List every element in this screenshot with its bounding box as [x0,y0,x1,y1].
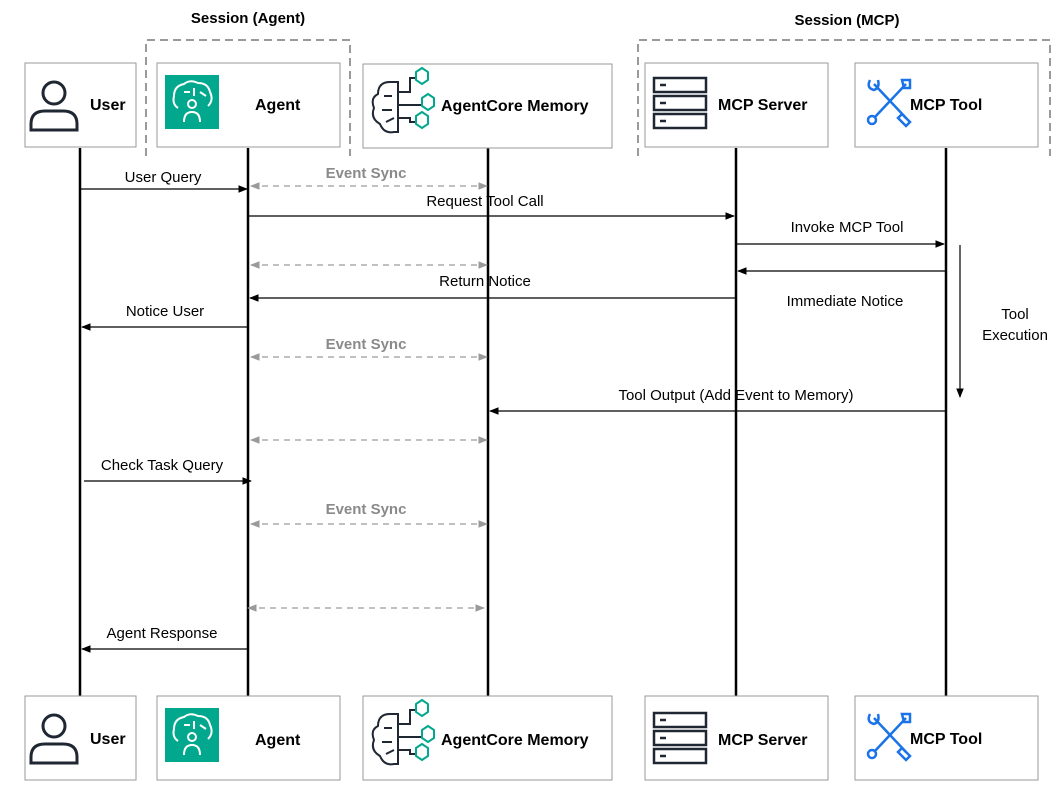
participant-user-top: User [24,62,137,148]
server-icon [652,76,708,130]
label-event-sync-3: Event Sync [326,501,407,518]
user-icon [29,713,79,765]
label-tool-output: Tool Output (Add Event to Memory) [618,387,853,404]
label-event-sync-2: Event Sync [326,336,407,353]
label-agent-response: Agent Response [107,625,218,642]
session-mcp-title: Session (MCP) [794,12,899,29]
participant-tool-label: MCP Tool [910,97,982,114]
participant-agent-top: Agent [156,62,341,148]
participant-tool-bottom: MCP Tool [854,695,1039,781]
participant-agent-bottom: Agent [156,695,341,781]
memory-brain-icon [371,698,435,766]
server-icon [652,711,708,765]
participant-server-label-bottom: MCP Server [718,732,808,749]
participant-memory-label-bottom: AgentCore Memory [441,732,589,749]
label-tool-execution-1: Tool [1001,306,1029,323]
label-invoke-mcp-tool: Invoke MCP Tool [791,219,904,236]
label-request-tool-call: Request Tool Call [426,193,543,210]
tools-icon [866,712,912,762]
session-mcp-border [637,39,1051,156]
participant-memory-top: AgentCore Memory [362,63,613,149]
participant-memory-bottom: AgentCore Memory [362,695,613,781]
label-event-sync-1: Event Sync [326,165,407,182]
participant-memory-label: AgentCore Memory [441,98,589,115]
participant-server-bottom: MCP Server [644,695,829,781]
label-return-notice: Return Notice [439,273,531,290]
label-immediate-notice: Immediate Notice [787,293,904,310]
participant-agent-label-bottom: Agent [255,732,301,749]
participant-server-top: MCP Server [644,62,829,148]
participant-tool-label-bottom: MCP Tool [910,731,982,748]
participant-user-bottom: User [24,695,137,781]
participant-user-label: User [90,97,126,114]
label-check-task-query: Check Task Query [101,457,224,474]
agent-brain-icon [165,708,219,762]
session-agent-title: Session (Agent) [191,10,305,27]
session-agent-border [145,39,351,156]
label-tool-execution-2: Execution [982,327,1048,344]
participant-user-label-bottom: User [90,731,126,748]
label-notice-user: Notice User [126,303,204,320]
memory-brain-icon [371,66,435,134]
participant-agent-label: Agent [255,97,301,114]
label-user-query: User Query [125,169,202,186]
tools-icon [866,78,912,128]
agent-brain-icon [165,75,219,129]
participant-tool-top: MCP Tool [854,62,1039,148]
participant-server-label: MCP Server [718,97,808,114]
user-icon [29,80,79,132]
